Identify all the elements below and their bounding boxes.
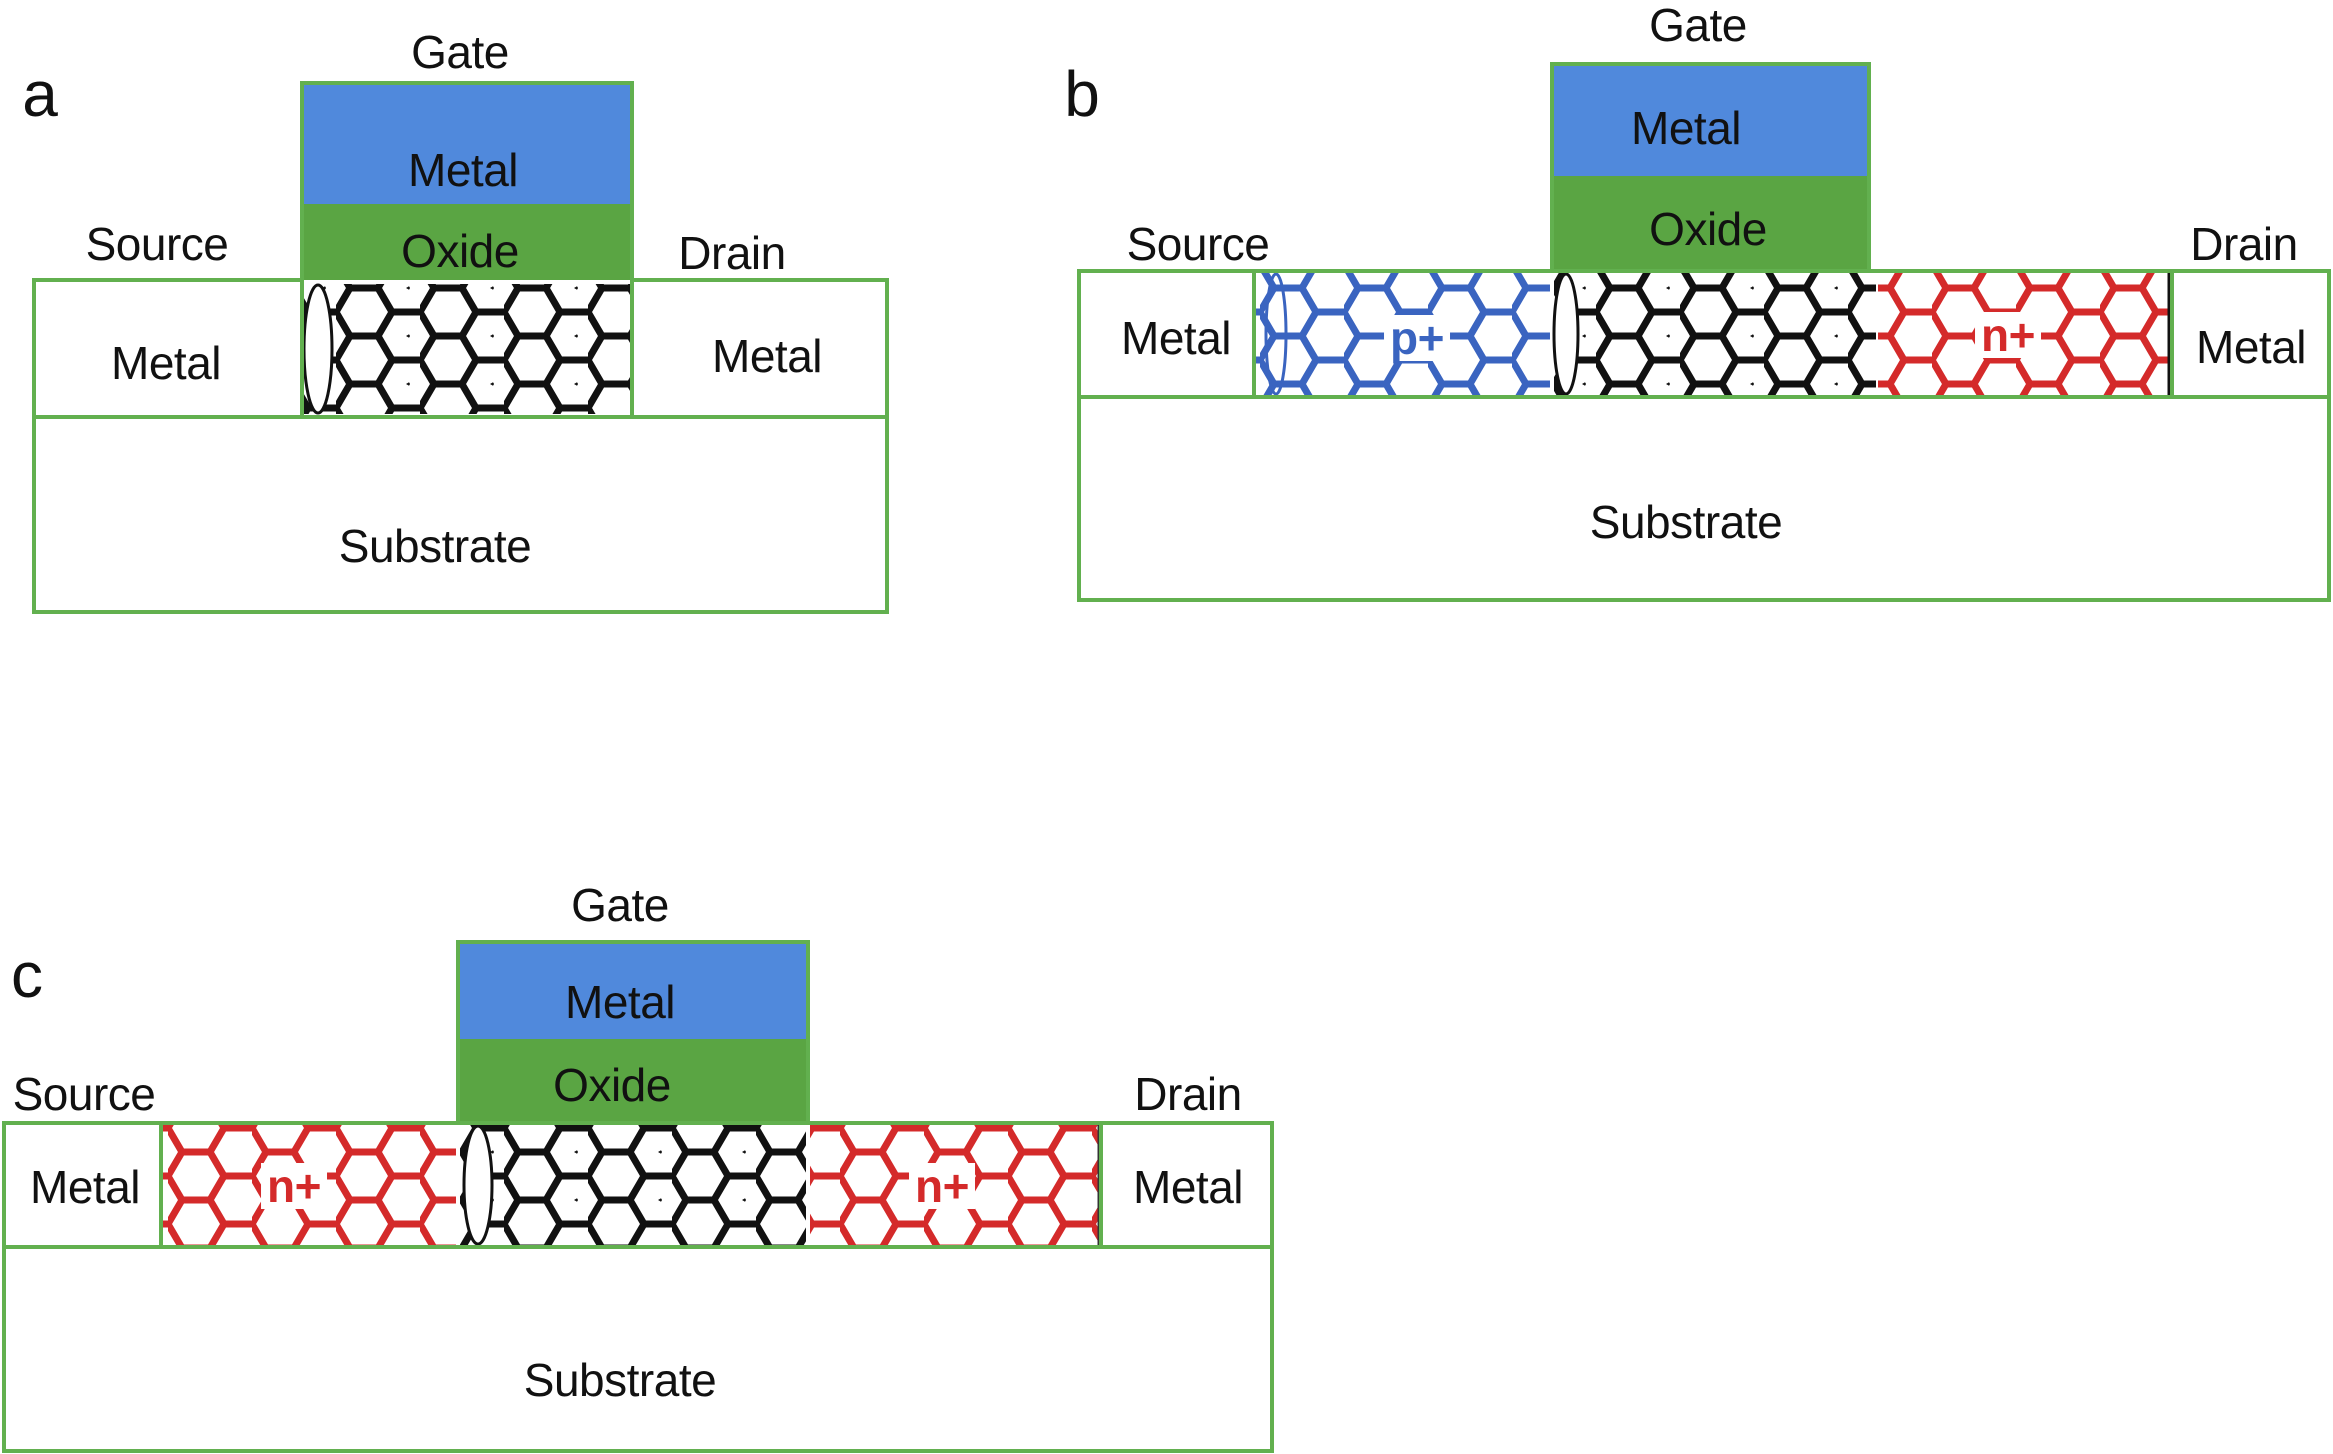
- panel-b-cnt-channel: [1554, 273, 1876, 395]
- panel-b-drain-label: Drain: [2190, 218, 2298, 270]
- panel-c-letter: c: [11, 939, 43, 1011]
- panel-a-substrate: [32, 415, 889, 614]
- panel-b-substrate-label: Substrate: [1589, 496, 1783, 548]
- panel-b-source-metal-label: Metal: [1121, 312, 1231, 364]
- panel-c-cnt-end-left: [462, 1124, 494, 1246]
- panel-a-cnt-channel: [304, 284, 630, 414]
- panel-b-gate-oxide-label: Oxide: [1649, 203, 1767, 255]
- panel-b-substrate: [1077, 395, 2331, 602]
- panel-c-drain-metal-label: Metal: [1133, 1161, 1243, 1213]
- panel-a-device: [32, 81, 889, 614]
- panel-b-cnt-end-left: [1552, 272, 1580, 396]
- panel-c-substrate: [2, 1245, 1274, 1453]
- panel-c-cnt-channel: [460, 1125, 806, 1245]
- panel-c-gate-label: Gate: [571, 879, 669, 931]
- panel-b-gate-metal-label: Metal: [1631, 102, 1741, 154]
- panel-a-drain-metal-label: Metal: [712, 330, 822, 382]
- panel-c-n-doping-drain-label: n+: [909, 1163, 975, 1209]
- panel-b-n-doping-label: n+: [1975, 312, 2041, 358]
- panel-a-gate-oxide-label: Oxide: [401, 225, 519, 277]
- panel-a-substrate-label: Substrate: [338, 520, 532, 572]
- panel-c-gate-oxide-label: Oxide: [553, 1059, 671, 1111]
- panel-b-gate-oxide: [1552, 176, 1869, 271]
- panel-c-gate-metal: [458, 942, 808, 1039]
- panel-c-source-metal: [2, 1121, 163, 1249]
- panel-a-drain-label: Drain: [678, 227, 786, 279]
- panel-a-source-metal-label: Metal: [111, 337, 221, 389]
- panel-b-p-cnt-end: [1264, 272, 1288, 396]
- panel-a-gate-oxide: [302, 204, 632, 280]
- panel-a-gate-metal: [302, 83, 632, 204]
- panel-b-gate-label: Gate: [1649, 0, 1747, 51]
- panel-b-drain-metal-label: Metal: [2196, 321, 2306, 373]
- panel-c-gate-oxide: [458, 1039, 808, 1123]
- panel-b-source-label: Source: [1126, 218, 1270, 270]
- panel-a-source-metal: [32, 278, 304, 419]
- panel-c-channel-frame: [2, 1121, 1274, 1249]
- panel-c-source-metal-label: Metal: [30, 1161, 140, 1213]
- panel-b-p-doping-label: p+: [1384, 315, 1450, 361]
- panel-a-gate-frame: [300, 81, 634, 419]
- panel-a-source-label: Source: [85, 218, 229, 270]
- panel-b-gate-metal: [1552, 64, 1869, 176]
- panel-c-drain-label: Drain: [1134, 1068, 1242, 1120]
- panel-c-n-doping-source-label: n+: [261, 1163, 327, 1209]
- panel-b-letter: b: [1064, 58, 1100, 130]
- panel-a-gate-label: Gate: [411, 26, 509, 78]
- panel-c-device: [2, 940, 1274, 1453]
- panel-b-channel-frame: [1077, 269, 2331, 399]
- panel-a-drain-metal: [630, 278, 889, 419]
- panel-c-gate-metal-label: Metal: [565, 976, 675, 1028]
- panel-a-letter: a: [22, 58, 58, 130]
- panel-c-substrate-label: Substrate: [523, 1354, 717, 1406]
- panel-c-source-label: Source: [12, 1068, 156, 1120]
- panel-a-gate-metal-label: Metal: [408, 144, 518, 196]
